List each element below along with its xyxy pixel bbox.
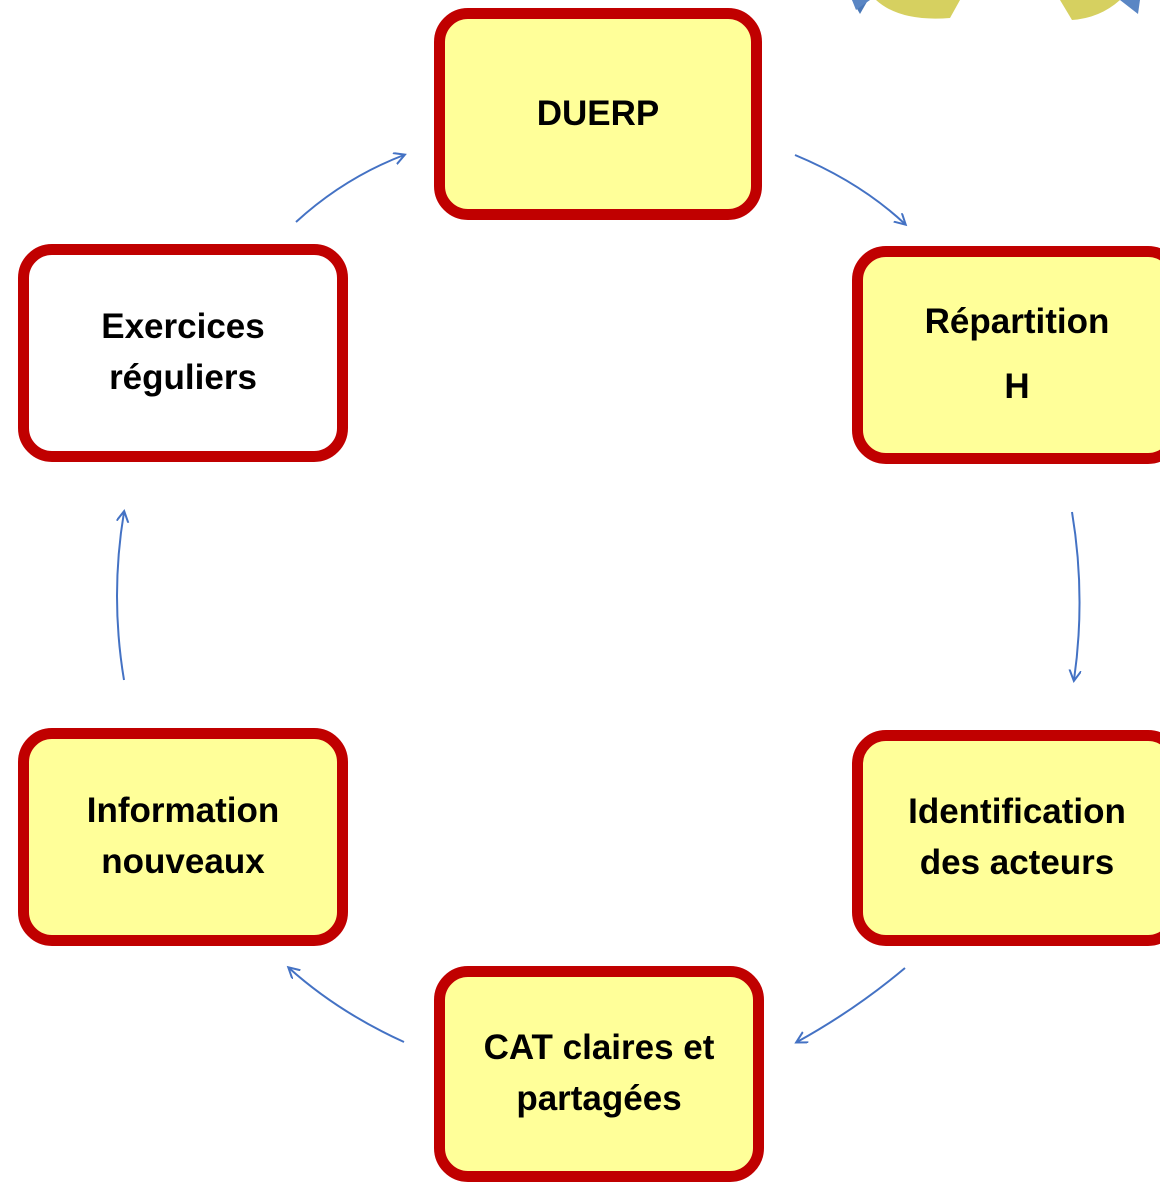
node-repartition-label-line1: Répartition (924, 302, 1110, 342)
arrow-repartition-to-identification (1072, 511, 1080, 680)
node-identification-label-line2: des acteurs (919, 843, 1115, 882)
node-repartition: Répartition H (852, 246, 1160, 464)
node-cat-label-line1: CAT claires et (483, 1028, 715, 1068)
node-identification: Identification des acteurs (852, 730, 1160, 946)
node-repartition-label-line2: H (1004, 367, 1030, 406)
node-exercices-label-line1: Exercices (101, 307, 265, 347)
node-information: Information nouveaux (18, 728, 348, 946)
arrow-duerp-to-repartition (794, 154, 905, 224)
node-duerp-label: DUERP (536, 93, 660, 133)
arrow-identification-to-cat (797, 967, 906, 1042)
node-exercices-label-line2: réguliers (109, 358, 257, 397)
arrow-exercices-to-duerp (295, 155, 404, 223)
node-information-label-line1: Information (86, 791, 280, 831)
arrow-information-to-exercices (116, 512, 124, 681)
node-cat-label-line2: partagées (516, 1079, 682, 1118)
node-cat: CAT claires et partagées (434, 966, 764, 1182)
arrow-cat-to-information (289, 968, 405, 1043)
node-identification-label-line1: Identification (908, 792, 1126, 832)
node-exercices: Exercices réguliers (18, 244, 348, 462)
node-duerp: DUERP (434, 8, 762, 220)
node-information-label-line2: nouveaux (101, 842, 265, 881)
